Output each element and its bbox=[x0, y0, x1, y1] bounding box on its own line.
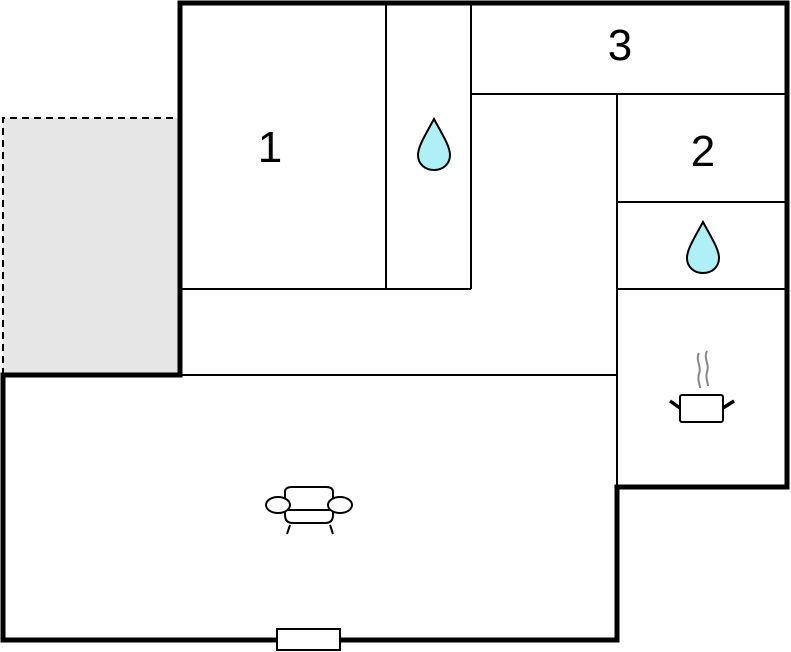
room-label-3: 3 bbox=[608, 21, 632, 70]
room-label-1: 1 bbox=[258, 123, 282, 172]
room-label-2: 2 bbox=[691, 127, 715, 176]
terrace-area bbox=[2, 117, 180, 375]
sofa-icon bbox=[265, 486, 353, 535]
water-drop-icon bbox=[416, 116, 452, 172]
interior-walls bbox=[180, 3, 787, 487]
window-icon bbox=[276, 628, 341, 651]
cooking-pot-icon bbox=[668, 350, 735, 423]
water-drop-icon bbox=[685, 219, 721, 275]
